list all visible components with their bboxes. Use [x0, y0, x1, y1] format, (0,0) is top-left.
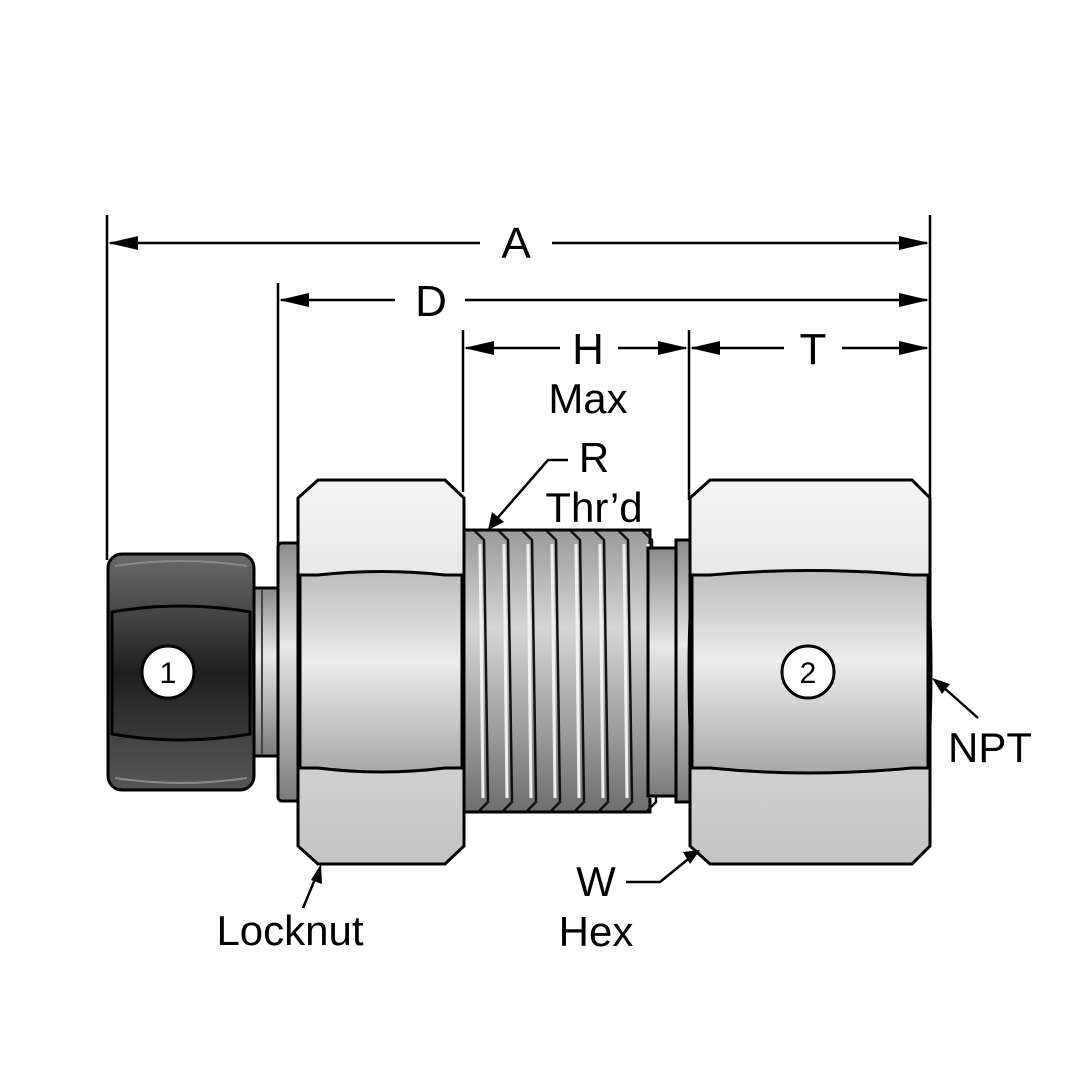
thread-highlight	[502, 543, 509, 799]
thread-highlight	[550, 543, 557, 799]
thread-ridge	[593, 529, 610, 813]
callout-thread-note: Thr’d	[545, 484, 642, 531]
thread-ridge	[545, 529, 562, 813]
dimension-t: T	[690, 325, 929, 374]
dimension-h: H Max	[464, 325, 688, 422]
thread-highlight	[622, 543, 629, 799]
badge-end-1: 1	[140, 644, 196, 700]
dimension-t-label: T	[800, 325, 827, 374]
callout-npt: NPT	[932, 678, 1032, 771]
badge-end-2-text: 2	[800, 657, 817, 690]
thread-ridge	[473, 529, 490, 813]
thread-ridge	[617, 529, 634, 813]
thread-highlight	[526, 543, 533, 799]
callout-hex-label: W	[576, 858, 616, 905]
callout-hex-note: Hex	[559, 908, 634, 955]
badge-end-1-text: 1	[160, 657, 177, 690]
threaded-section	[462, 528, 692, 814]
callout-npt-label: NPT	[948, 724, 1032, 771]
callout-thread: R Thr’d	[488, 434, 643, 531]
dimension-a-label: A	[501, 219, 531, 268]
thread-highlight	[598, 543, 605, 799]
badge-end-2: 2	[780, 644, 836, 700]
callout-locknut-label: Locknut	[216, 907, 363, 954]
locknut-hex	[296, 478, 466, 866]
thread-ridge	[497, 529, 514, 813]
callout-thread-label: R	[579, 434, 609, 481]
thread-highlight	[574, 543, 581, 799]
dimension-h-label: H	[572, 325, 604, 374]
extension-lines	[105, 215, 932, 560]
thread-ridge	[569, 529, 586, 813]
dimension-a: A	[108, 219, 929, 268]
thread-highlight	[478, 543, 485, 799]
callout-locknut: Locknut	[216, 864, 364, 954]
dimension-d: D	[279, 277, 929, 326]
thread-ridge	[521, 529, 538, 813]
callout-hex: W Hex	[559, 850, 700, 955]
dimension-d-label: D	[415, 277, 447, 326]
neck	[252, 586, 282, 758]
dimension-h-note: Max	[548, 375, 627, 422]
